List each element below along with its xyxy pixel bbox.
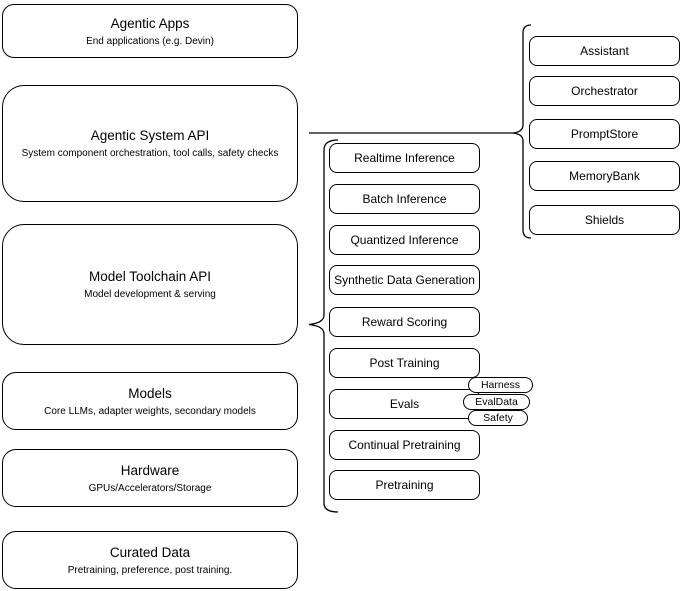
curated-data-subtitle: Pretraining, preference, post training. <box>67 564 233 576</box>
hardware-title: Hardware <box>120 462 180 478</box>
system-item-assistant: Assistant <box>529 36 680 66</box>
system-item-orchestrator: Orchestrator <box>529 76 680 106</box>
system-item-shields: Shields <box>529 205 680 235</box>
system-item-memorybank: MemoryBank <box>529 161 680 191</box>
evals-pill-safety: Safety <box>468 410 528 426</box>
toolchain-item-post-training: Post Training <box>329 348 480 378</box>
agentic-system-api-title: Agentic System API <box>90 128 210 143</box>
toolchain-item-continual-pretraining: Continual Pretraining <box>329 430 480 460</box>
toolchain-item-quantized-inference: Quantized Inference <box>329 225 480 255</box>
toolchain-item-synthetic-data-generation: Synthetic Data Generation <box>329 265 480 295</box>
toolchain-item-pretraining: Pretraining <box>329 470 480 500</box>
agentic-system-api-subtitle: System component orchestration, tool cal… <box>21 148 279 159</box>
brace-toolchain-components <box>308 139 339 513</box>
evals-pill-harness: Harness <box>468 377 533 393</box>
agentic-apps-title: Agentic Apps <box>110 15 190 31</box>
hardware-box: Hardware GPUs/Accelerators/Storage <box>2 449 298 507</box>
toolchain-item-reward-scoring: Reward Scoring <box>329 307 480 337</box>
agentic-apps-subtitle: End applications (e.g. Devin) <box>86 35 214 47</box>
models-title: Models <box>128 385 172 401</box>
model-toolchain-api-box: Model Toolchain API Model development & … <box>2 224 298 345</box>
toolchain-item-evals: Evals <box>329 389 480 419</box>
models-subtitle: Core LLMs, adapter weights, secondary mo… <box>44 405 256 417</box>
system-item-promptstore: PromptStore <box>529 119 680 149</box>
hardware-subtitle: GPUs/Accelerators/Storage <box>88 482 212 494</box>
agentic-apps-box: Agentic Apps End applications (e.g. Devi… <box>2 4 298 58</box>
curated-data-box: Curated Data Pretraining, preference, po… <box>2 531 298 589</box>
agentic-system-api-box: Agentic System API System component orch… <box>2 85 298 202</box>
models-box: Models Core LLMs, adapter weights, secon… <box>2 372 298 430</box>
evals-pill-evaldata: EvalData <box>463 394 530 410</box>
toolchain-item-batch-inference: Batch Inference <box>329 184 480 214</box>
model-toolchain-api-title: Model Toolchain API <box>88 269 212 284</box>
model-toolchain-api-subtitle: Model development & serving <box>84 289 216 300</box>
curated-data-title: Curated Data <box>109 544 191 560</box>
brace-system-components <box>512 24 532 239</box>
toolchain-item-realtime-inference: Realtime Inference <box>329 143 480 173</box>
